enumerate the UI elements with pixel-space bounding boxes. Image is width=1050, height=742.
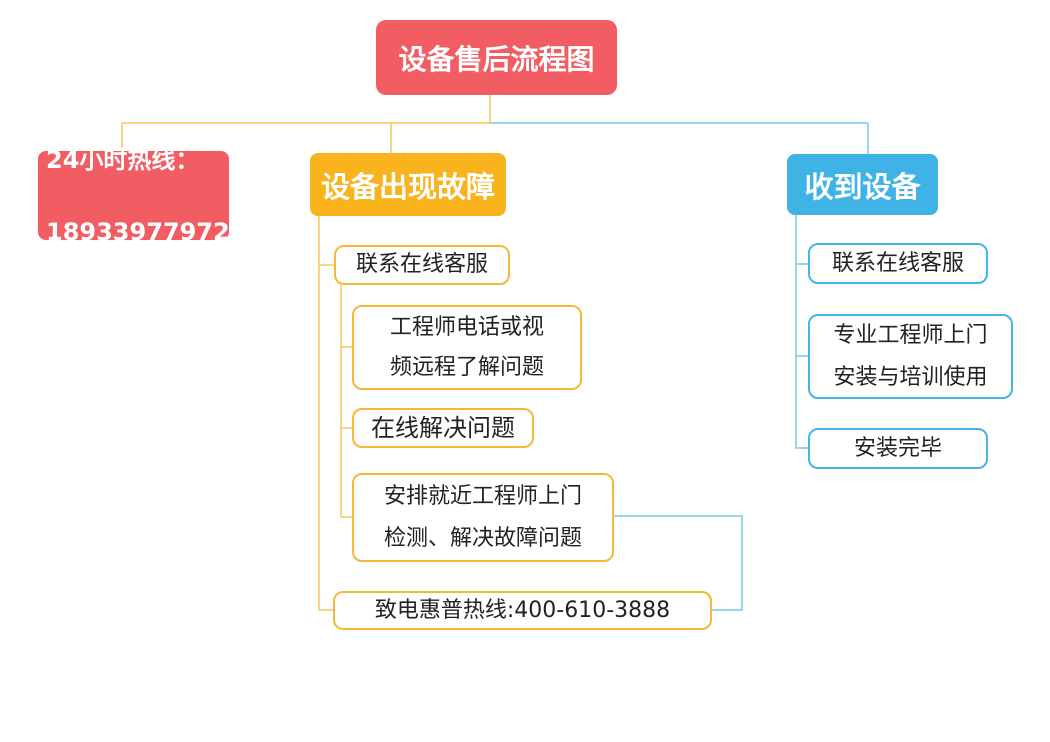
receive-step-install-complete: 安装完毕: [808, 428, 988, 469]
receive-step-label: 联系在线客服: [831, 250, 964, 276]
receive-step-contact-service: 联系在线客服: [808, 243, 988, 284]
fault-step-hp-hotline: 致电惠普热线:400-610-3888: [333, 591, 712, 630]
fault-step-label: 联系在线客服: [355, 252, 488, 277]
fault-step-remote-diagnosis: 工程师电话或视 频远程了解问题: [352, 305, 582, 390]
hotline-label: 24小时热线：: [46, 145, 200, 174]
fault-step-online-solve: 在线解决问题: [352, 408, 534, 448]
fault-branch-label: 设备出现故障: [320, 169, 495, 204]
hotline-content: 24小时热线： 18933977972: [46, 106, 230, 286]
receive-branch-label: 收到设备: [804, 169, 921, 204]
hotline-number: 18933977972: [46, 217, 230, 246]
receive-step-label: 专业工程师上门 安装与培训使用: [833, 322, 988, 390]
fault-step-onsite-engineer: 安排就近工程师上门 检测、解决故障问题: [352, 473, 614, 562]
receive-connectors: [795, 215, 808, 449]
diagram-title: 设备售后流程图: [376, 20, 617, 95]
hotline-node: 24小时热线： 18933977972: [38, 146, 230, 246]
fault-step-label: 致电惠普热线:400-610-3888: [374, 597, 671, 623]
fault-connectors: [318, 216, 352, 611]
diagram-title-text: 设备售后流程图: [398, 42, 595, 76]
fault-step-label: 在线解决问题: [371, 414, 515, 442]
fault-step-label: 工程师电话或视 频远程了解问题: [389, 314, 544, 380]
fault-branch-node: 设备出现故障: [310, 153, 506, 216]
receive-branch-node: 收到设备: [787, 154, 938, 215]
escalation-connector: [614, 515, 743, 611]
receive-step-label: 安装完毕: [853, 435, 942, 461]
receive-step-install-training: 专业工程师上门 安装与培训使用: [808, 314, 1013, 399]
fault-step-contact-service: 联系在线客服: [334, 245, 510, 285]
top-connectors: [121, 95, 869, 154]
fault-step-label: 安排就近工程师上门 检测、解决故障问题: [383, 483, 582, 551]
